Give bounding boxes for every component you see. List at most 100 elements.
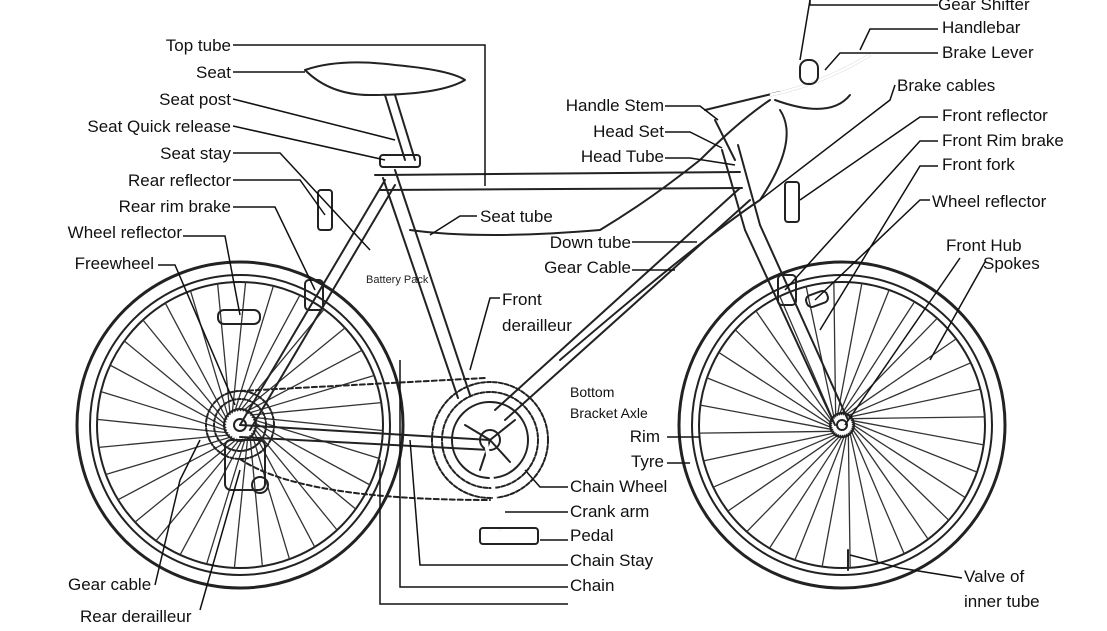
label-seat-tube: Seat tube bbox=[480, 207, 553, 226]
label-bottom-bracket-1: Bottom bbox=[570, 384, 614, 400]
label-front-derailleur-1: Front bbox=[502, 290, 542, 309]
spoke bbox=[849, 416, 985, 420]
front-reflector-shape bbox=[784, 181, 800, 223]
label-rear-rim-brake: Rear rim brake bbox=[119, 197, 231, 216]
label-wheel-reflector-front: Wheel reflector bbox=[932, 192, 1047, 211]
label-rear-reflector: Rear reflector bbox=[128, 171, 231, 190]
label-rim: Rim bbox=[630, 427, 660, 446]
spoke bbox=[712, 433, 838, 488]
spoke bbox=[821, 433, 848, 567]
label-seat-quick-release: Seat Quick release bbox=[87, 117, 231, 136]
label-front-rim-brake: Front Rim brake bbox=[942, 131, 1064, 150]
spoke bbox=[251, 416, 383, 432]
label-gear-cable-bottom: Gear cable bbox=[68, 575, 151, 594]
label-crank-arm: Crank arm bbox=[570, 502, 649, 521]
label-gear-shifter: Gear Shifter bbox=[938, 0, 1030, 14]
spoke bbox=[245, 349, 363, 413]
spoke bbox=[700, 404, 834, 431]
spoke bbox=[851, 427, 929, 540]
label-chain-stay: Chain Stay bbox=[570, 551, 654, 570]
label-chain-wheel: Chain Wheel bbox=[570, 477, 667, 496]
spoke bbox=[755, 310, 833, 423]
spoke bbox=[805, 286, 835, 419]
label-tyre: Tyre bbox=[631, 452, 664, 471]
rear-wheel bbox=[75, 260, 405, 590]
label-head-tube: Head Tube bbox=[581, 147, 664, 166]
spoke bbox=[844, 338, 957, 416]
spoke bbox=[718, 351, 833, 427]
label-freewheel: Freewheel bbox=[75, 254, 154, 273]
chain-drawing bbox=[239, 377, 491, 501]
label-wheel-reflector-rear: Wheel reflector bbox=[68, 223, 183, 242]
label-chain: Chain bbox=[570, 576, 614, 595]
spoke bbox=[123, 340, 227, 426]
spoke bbox=[231, 282, 247, 414]
label-front-reflector: Front reflector bbox=[942, 106, 1048, 125]
spoke bbox=[850, 419, 984, 446]
spoke bbox=[734, 329, 833, 425]
seat-drawing bbox=[304, 61, 466, 168]
spoke bbox=[706, 377, 833, 429]
spoke bbox=[851, 423, 966, 499]
label-seat-stay: Seat stay bbox=[160, 144, 231, 163]
spoke bbox=[142, 319, 227, 423]
spoke bbox=[233, 436, 249, 568]
spoke bbox=[109, 364, 227, 429]
spoke bbox=[236, 294, 301, 412]
label-down-tube: Down tube bbox=[550, 233, 631, 252]
label-valve-2: inner tube bbox=[964, 592, 1040, 611]
label-top-tube: Top tube bbox=[166, 36, 231, 55]
spoke bbox=[727, 434, 840, 512]
spoke bbox=[850, 429, 905, 555]
label-brake-lever: Brake Lever bbox=[942, 43, 1034, 62]
label-gear-cable-top: Gear Cable bbox=[544, 258, 631, 277]
spoke bbox=[851, 421, 978, 473]
label-brake-cables: Brake cables bbox=[897, 76, 995, 95]
spoke bbox=[840, 301, 916, 416]
spoke bbox=[848, 388, 981, 418]
label-handlebar: Handlebar bbox=[942, 18, 1021, 37]
rear-derailleur-shape bbox=[224, 439, 266, 491]
label-front-hub: Front Hub bbox=[946, 236, 1022, 255]
label-spokes: Spokes bbox=[983, 254, 1040, 273]
chainring-drawing bbox=[431, 381, 549, 545]
front-spokes bbox=[699, 282, 985, 568]
label-handle-stem: Handle Stem bbox=[566, 96, 664, 115]
label-bottom-bracket-2: Bracket Axle bbox=[570, 405, 648, 421]
label-front-fork: Front fork bbox=[942, 155, 1015, 174]
spoke bbox=[251, 432, 291, 560]
spoke bbox=[847, 432, 851, 568]
spoke bbox=[838, 289, 890, 416]
label-valve-1: Valve of bbox=[964, 567, 1024, 586]
label-seat-post: Seat post bbox=[159, 90, 231, 109]
battery-pack-label: Battery Pack bbox=[366, 274, 429, 286]
spoke bbox=[851, 425, 950, 521]
labels: Gear Shifter Handlebar Brake Lever Brake… bbox=[68, 0, 1064, 626]
spoke bbox=[846, 362, 972, 417]
spoke bbox=[794, 434, 846, 561]
spoke bbox=[703, 432, 836, 462]
label-pedal: Pedal bbox=[570, 526, 613, 545]
spoke bbox=[179, 438, 244, 556]
label-front-derailleur-2: derailleur bbox=[502, 316, 572, 335]
label-seat: Seat bbox=[196, 63, 231, 82]
spoke bbox=[833, 282, 837, 418]
front-wheel bbox=[677, 260, 1007, 590]
frame-drawing bbox=[239, 91, 849, 451]
spoke bbox=[134, 438, 238, 523]
spoke bbox=[117, 437, 235, 501]
spoke bbox=[836, 283, 863, 417]
leader-lines bbox=[154, 0, 986, 611]
spoke bbox=[699, 430, 835, 434]
spoke bbox=[849, 431, 879, 564]
spoke bbox=[105, 436, 233, 476]
spoke bbox=[768, 434, 844, 549]
spoke bbox=[97, 418, 229, 434]
spoke bbox=[842, 317, 938, 416]
spoke bbox=[242, 327, 346, 412]
label-rear-derailleur: Rear derailleur bbox=[80, 607, 192, 626]
bicycle-illustration: Battery Pack bbox=[75, 53, 1007, 590]
handlebar-drawing bbox=[409, 53, 871, 361]
